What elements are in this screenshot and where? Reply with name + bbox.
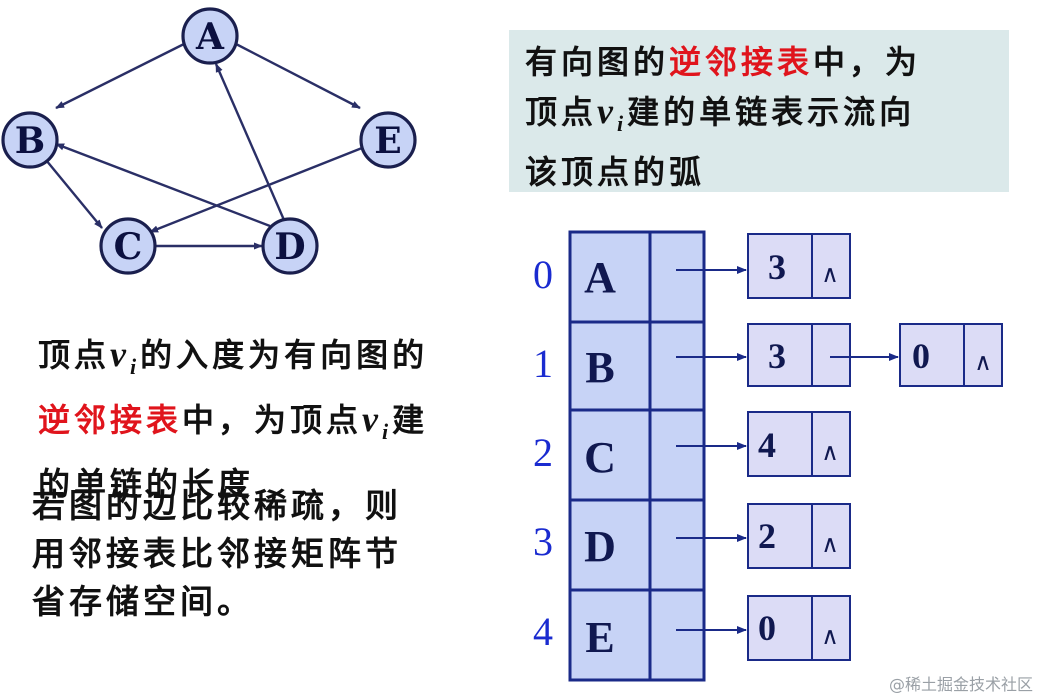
vertex-label: A [584,253,616,302]
svg-text:∧: ∧ [821,438,839,466]
list-node: 4 ∧ [747,411,851,477]
edge-a-e [235,42,361,110]
pointer-cell [648,320,706,412]
edge-b-c [45,159,103,229]
row-index: 4 [533,609,553,654]
vertex-cell [568,408,652,502]
row-index: 0 [533,252,553,297]
svg-text:∧: ∧ [821,530,839,558]
indegree-note: 顶点vi的入度为有向图的 逆邻接表中，为顶点vi建 的单链的长度 [38,328,508,510]
row-index: 2 [533,430,553,475]
indegree-line-2: 逆邻接表中，为顶点vi建 [38,399,429,444]
indegree-line-1: 顶点vi的入度为有向图的 [38,334,429,379]
graph-node-d: D [261,217,319,275]
pointer-cell [648,230,706,324]
svg-text:4: 4 [758,425,776,465]
sparse-graph-note: 若图的边比较稀疏，则 用邻接表比邻接矩阵节 省存储空间。 [32,482,502,626]
vertex-label: C [584,433,616,482]
highlight-term: 逆邻接表 [669,43,814,81]
svg-text:∧: ∧ [821,260,839,288]
vertex-label: B [585,343,614,392]
edge-e-c [149,146,363,234]
svg-text:0: 0 [912,336,930,376]
list-node: 3 [747,323,851,387]
vertex-label: D [584,522,616,571]
definition-line-2: 顶点vi建的单链表示流向 [525,91,916,136]
highlight-term: 逆邻接表 [38,401,183,439]
svg-text:D: D [274,226,305,268]
graph-node-c: C [99,217,157,275]
sparse-line-3: 省存储空间。 [32,582,254,621]
svg-text:E: E [374,120,401,162]
row-index: 3 [533,519,553,564]
definition-line-3: 该顶点的弧 [525,153,706,191]
svg-text:C: C [114,226,143,268]
list-node: 0 ∧ [899,323,1003,387]
watermark: @稀土掘金技术社区 [888,675,1033,694]
graph-node-e: E [359,111,417,169]
svg-text:∧: ∧ [974,348,992,376]
list-node: 2 ∧ [747,503,851,569]
pointer-cell [648,588,706,682]
sparse-line-2: 用邻接表比邻接矩阵节 [32,534,402,573]
svg-text:3: 3 [768,247,786,287]
pointer-cell [648,408,706,502]
inverse-adjacency-list: 0 1 2 3 4 A B C D E 3 ∧ [533,230,1003,682]
graph-node-b: B [1,111,59,169]
svg-text:2: 2 [758,516,776,556]
svg-text:3: 3 [768,336,786,376]
list-node: 3 ∧ [747,233,851,299]
definition-line-1: 有向图的逆邻接表中，为 [525,43,922,81]
edge-a-b [55,42,185,110]
indegree-line-3: 的单链的长度 [38,465,255,503]
svg-text:B: B [15,120,45,162]
graph-node-a: A [181,7,239,65]
sparse-line-1: 若图的边比较稀疏，则 [32,486,402,525]
edge-d-b [55,142,271,228]
row-index: 1 [533,341,553,386]
vertex-label: E [585,613,614,662]
list-node: 0 ∧ [747,595,851,661]
svg-text:0: 0 [758,608,776,648]
pointer-cell [648,498,706,592]
vertex-cell [568,498,652,592]
edge-d-a [214,63,286,221]
svg-text:A: A [195,16,225,58]
definition-box: 有向图的逆邻接表中，为 顶点vi建的单链表示流向 该顶点的弧 [509,30,1009,192]
svg-text:∧: ∧ [821,622,839,650]
